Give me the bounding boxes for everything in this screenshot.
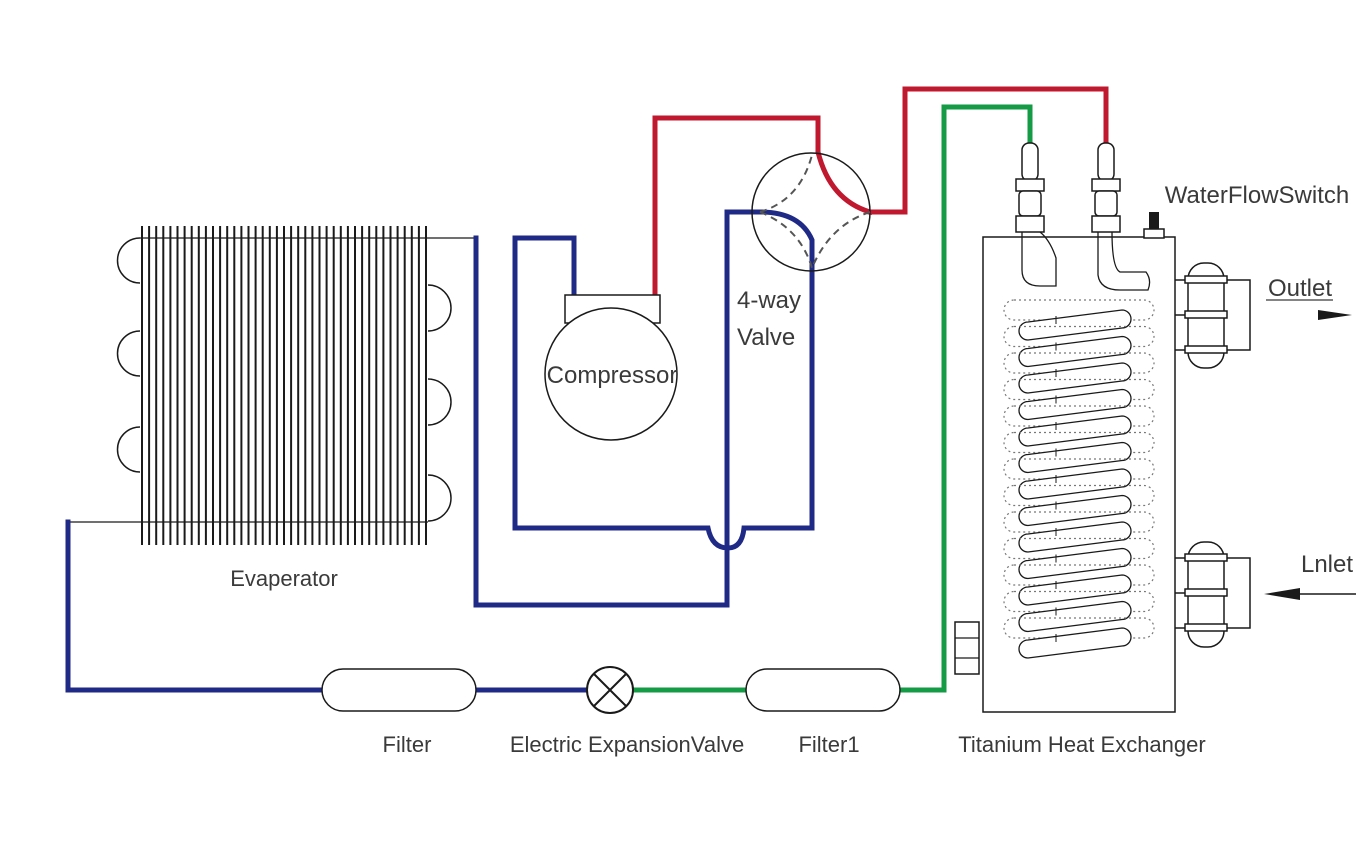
filter1: Filter1 (745, 668, 901, 757)
heat-exchanger-side-nut-detail (955, 637, 979, 659)
filter-body (321, 668, 477, 712)
inlet-arrow-icon (1264, 588, 1300, 600)
suction-line (473, 209, 815, 608)
compressor-body (544, 307, 678, 441)
evaporator-coil-loops (116, 237, 452, 522)
evaporator-label: Evaperator (230, 566, 338, 591)
heat-exchanger-label: Titanium Heat Exchanger (958, 732, 1205, 757)
heat-exchanger-coil (1018, 627, 1132, 659)
electric-expansion-valve: Electric ExpansionValve (510, 666, 744, 757)
evaporator-tubes (68, 237, 475, 523)
flow-switch-label: WaterFlowSwitch (1165, 182, 1349, 209)
evaporator: Evaperator (68, 226, 475, 591)
liquid-line-exchanger (897, 104, 1033, 693)
compressor: Compressor (544, 294, 678, 441)
compressor-label: Compressor (547, 362, 678, 389)
outlet-label: Outlet (1268, 275, 1332, 302)
flow-switch-base (1143, 228, 1165, 239)
exchanger-fitting-right (1091, 142, 1121, 233)
outlet: Outlet (1266, 275, 1352, 320)
filter: Filter (321, 668, 477, 757)
inlet-connector (1175, 541, 1251, 648)
flow-switch-knob (1149, 212, 1159, 229)
four-way-valve-ports (759, 154, 871, 269)
water-flow-switch: WaterFlowSwitch (1143, 182, 1349, 239)
high-pressure-lines (652, 86, 1109, 298)
heat-exchanger-inner-tubes (1021, 231, 1151, 291)
inlet-label: Lnlet (1301, 551, 1353, 578)
heat-exchanger-side-nut (954, 621, 980, 675)
liquid-lines (631, 104, 1033, 693)
outlet-arrow-icon (1318, 310, 1352, 320)
liquid-line-low (65, 519, 591, 693)
titanium-heat-exchanger: Titanium Heat Exchanger (954, 231, 1206, 757)
four-way-valve-label-line1: 4-way (737, 287, 801, 314)
four-way-valve: 4-way Valve (737, 152, 871, 351)
expansion-valve-cross-icon (593, 673, 627, 707)
hot-gas-line (867, 86, 1109, 215)
discharge-line (652, 115, 874, 298)
four-way-valve-label-line2: Valve (737, 324, 795, 351)
inlet: Lnlet (1264, 551, 1356, 600)
low-pressure-lines (65, 209, 815, 693)
expansion-valve-label: Electric ExpansionValve (510, 732, 744, 757)
outlet-connector (1175, 262, 1251, 369)
filter-label: Filter (383, 732, 432, 757)
exchanger-fitting-left (1015, 142, 1045, 233)
evaporator-fins (141, 226, 427, 545)
heat-exchanger-coils (1003, 299, 1155, 659)
filter1-label: Filter1 (798, 732, 859, 757)
filter1-body (745, 668, 901, 712)
